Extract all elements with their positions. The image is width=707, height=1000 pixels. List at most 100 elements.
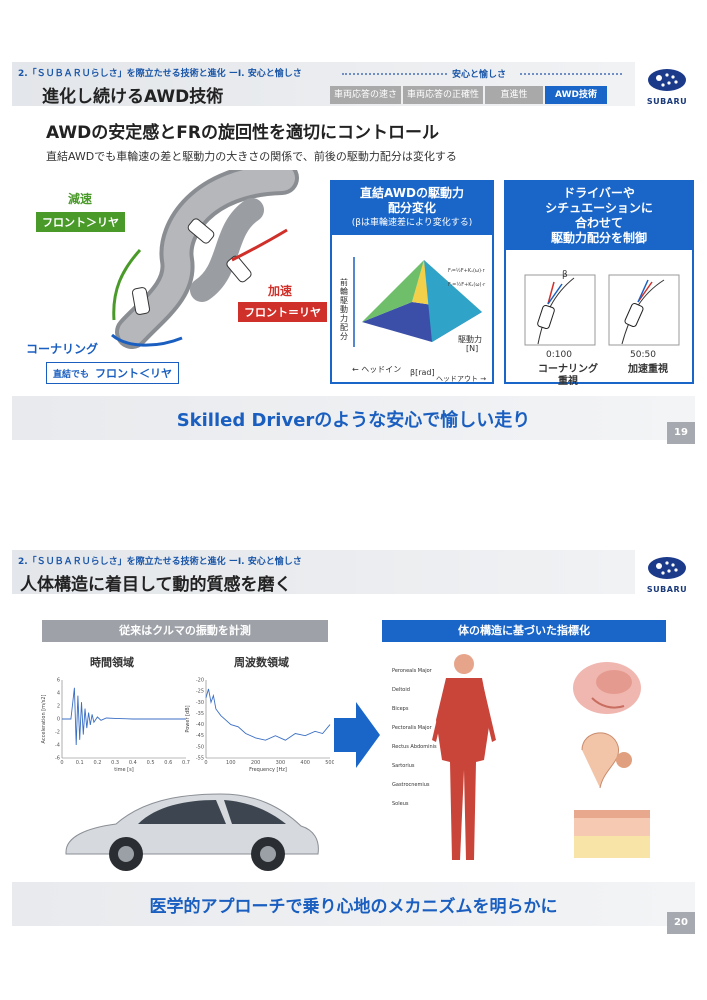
tab-awd: AWD技術 — [545, 86, 608, 104]
y-tick-label: -25 — [196, 689, 204, 695]
section-label: 安心と愉しさ — [452, 70, 507, 80]
z-axis: 駆動力 — [458, 335, 482, 344]
mode-cornering-1: コーナリング — [538, 364, 598, 375]
slide-human-body: 2.「ＳＵＢＡＲＵらしさ」を際立たせる技術と進化 ーⅠ. 安心と愉しさ 人体構造… — [12, 550, 695, 940]
ratio-cornering: 0:100 — [546, 350, 572, 360]
control-title-3: 合わせて — [574, 216, 623, 230]
x-tick-label: 300 — [276, 760, 286, 766]
x-tick-label: 0.1 — [76, 760, 84, 766]
y-tick-label: -45 — [196, 733, 204, 739]
x-tick-label: 0.4 — [129, 760, 137, 766]
equation-1: Fₗ=½F+Kₛ(ω)·r — [448, 267, 486, 274]
anatomy-labels: Peroneals Major Deltoid Biceps Pectorali… — [392, 662, 437, 814]
y-tick-label: -4 — [55, 743, 60, 749]
tagline-band — [12, 396, 695, 440]
right-arrow-icon — [334, 702, 380, 768]
cornering-label: コーナリング — [26, 342, 99, 356]
tab-straightness: 直進性 — [485, 86, 544, 104]
slide-awd: 2.「ＳＵＢＡＲＵらしさ」を際立たせる技術と進化 ーⅠ. 安心と愉しさ 安心と愉… — [12, 62, 695, 462]
road-illustration — [111, 170, 299, 349]
tab-response-accuracy: 車両応答の正確性 — [403, 86, 484, 104]
anatomy-label: Soleus — [392, 801, 409, 807]
time-domain-title: 時間領域 — [90, 656, 134, 669]
anatomy-label: Gastrocnemius — [392, 782, 430, 788]
control-title-1: ドライバーや — [563, 186, 635, 200]
tagline-band — [12, 882, 695, 926]
x-axis-label: Frequency [Hz] — [249, 767, 287, 773]
x-tick-label: 100 — [226, 760, 236, 766]
acceleration-diagram — [608, 274, 680, 346]
section-tabs: 車両応答の速さ 車両応答の正確性 直進性 AWD技術 — [330, 86, 608, 104]
control-box: ドライバーや シチュエーションに 合わせて 駆動力配分を制御 β 0:100 5… — [504, 180, 694, 387]
cornering-ratio: 直結でもフロント＜リヤ — [46, 362, 180, 384]
cornering-diagram — [524, 274, 596, 346]
ear-image — [581, 732, 620, 789]
series-line — [62, 687, 186, 746]
y-tick-label: -6 — [55, 756, 60, 762]
decel-label: 減速 — [68, 192, 93, 206]
car-icon — [187, 218, 215, 244]
y-tick-label: 2 — [57, 704, 60, 710]
x-axis-right: ヘッドアウト → — [436, 375, 487, 383]
subaru-logo: SUBARU — [639, 556, 695, 594]
car-image — [65, 793, 319, 871]
anatomy-label: Pectoralis Major — [392, 725, 432, 731]
y-axis-label: 前輪駆動力配分 — [340, 278, 348, 341]
y-tick-label: -35 — [196, 711, 204, 717]
left-heading: 従来はクルマの振動を計測 — [42, 620, 328, 642]
anatomy-label: Rectus Abdominis — [392, 744, 437, 750]
beta-label: β — [562, 270, 568, 280]
y-axis-label: Power [dB] — [185, 705, 191, 732]
y-tick-label: -20 — [196, 678, 204, 684]
y-tick-label: 4 — [57, 691, 60, 697]
y-tick-label: -2 — [55, 730, 60, 736]
x-axis-label: time [s] — [114, 767, 133, 773]
right-heading: 体の構造に基づいた指標化 — [382, 620, 666, 642]
control-box-head: ドライバーや シチュエーションに 合わせて 駆動力配分を制御 — [506, 182, 692, 250]
y-axis-label: Acceleration [m/s2] — [41, 695, 47, 744]
x-tick-label: 0.7 — [182, 760, 190, 766]
car-icon — [226, 255, 252, 283]
breadcrumb: 2.「ＳＵＢＡＲＵらしさ」を際立たせる技術と進化 ーⅠ. 安心と愉しさ — [18, 69, 302, 79]
x-axis-mid: β[rad] — [410, 368, 435, 377]
x-tick-label: 0.6 — [164, 760, 172, 766]
awd-box-title-2: 配分変化 — [387, 201, 436, 215]
y-tick-label: -50 — [196, 744, 204, 750]
car-icon — [131, 287, 151, 315]
awd-box-head: 直結AWDの駆動力 配分変化 (βは車輪速差により変化する) — [332, 182, 492, 235]
decel-ratio: フロント＞リヤ — [36, 212, 125, 232]
z-unit: [N] — [466, 344, 479, 353]
ratio-acceleration: 50:50 — [630, 350, 656, 360]
surface-plot: Fₗ=½F+Kₛ(ω)·r Fᵣ=½F+Kₛ(ω)·r — [353, 257, 486, 347]
tab-response-speed: 車両応答の速さ — [330, 86, 402, 104]
breadcrumb: 2.「ＳＵＢＡＲＵらしさ」を際立たせる技術と進化 ーⅠ. 安心と愉しさ — [18, 557, 302, 567]
dotted-divider — [520, 73, 622, 75]
tagline: 医学的アプローチで乗り心地のメカニズムを明らかに — [149, 897, 558, 917]
anatomy-label: Peroneals Major — [392, 668, 432, 674]
cornering-value: フロント＜リヤ — [95, 367, 173, 380]
anatomy-label: Biceps — [392, 706, 409, 712]
y-tick-label: -30 — [196, 700, 204, 706]
anatomy-label: Sartorius — [392, 763, 415, 769]
accel-ratio: フロント＝リヤ — [238, 302, 327, 322]
awd-box-note: (βは車輪速差により変化する) — [351, 218, 473, 228]
mode-acceleration: 加速重視 — [628, 364, 668, 375]
headline: AWDの安定感とFRの旋回性を適切にコントロール — [46, 123, 439, 143]
logo-text: SUBARU — [646, 97, 688, 106]
x-axis-left: ← ヘッドイン — [352, 365, 402, 374]
y-tick-label: -40 — [196, 722, 204, 728]
x-tick-label: 0 — [60, 760, 63, 766]
dotted-divider — [342, 73, 447, 75]
mode-cornering: コーナリング 重視 — [530, 364, 606, 388]
page-title: 人体構造に着目して動的質感を磨く — [20, 575, 292, 595]
page-number: 19 — [667, 422, 695, 444]
tagline: Skilled Driverのような安心で愉しい走り — [176, 410, 531, 431]
series-line — [205, 688, 331, 741]
equation-2: Fᵣ=½F+Kₛ(ω)·r — [448, 281, 486, 288]
page-number: 20 — [667, 912, 695, 934]
subaru-logo: SUBARU — [639, 68, 695, 106]
y-tick-label: 0 — [57, 717, 60, 723]
x-tick-label: 0.2 — [93, 760, 101, 766]
